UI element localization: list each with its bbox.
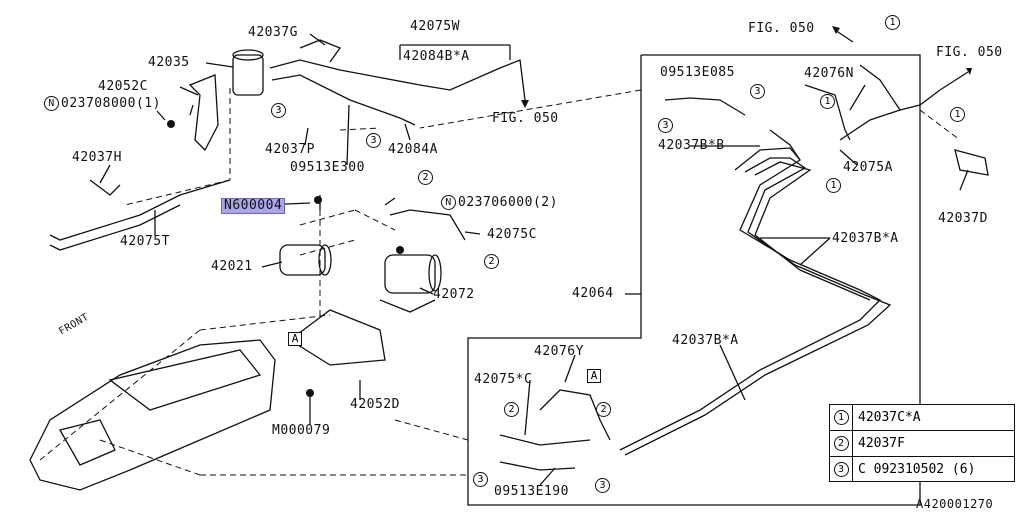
- callout-3-icon: 3: [833, 462, 849, 477]
- fig-050-ref-mid[interactable]: FIG. 050: [748, 21, 815, 36]
- callout-1-icon[interactable]: 1: [826, 178, 841, 193]
- fig-050-ref-top[interactable]: FIG. 050: [492, 111, 559, 126]
- part-label-42021[interactable]: 42021: [211, 259, 253, 274]
- callout-3-icon[interactable]: 3: [271, 103, 286, 118]
- legend-value: C 092310502 (6): [858, 462, 976, 477]
- callout-2-icon: 2: [833, 436, 849, 451]
- part-label-42072[interactable]: 42072: [433, 287, 475, 302]
- callout-3-icon[interactable]: 3: [595, 478, 610, 493]
- callout-3-icon[interactable]: 3: [366, 133, 381, 148]
- part-label-42075c-star[interactable]: 42075*C: [474, 372, 533, 387]
- part-label-42052c[interactable]: 42052C: [98, 79, 148, 94]
- part-label-n600004-highlighted[interactable]: N600004: [221, 198, 286, 214]
- legend-value: 42037F: [858, 436, 905, 451]
- callout-2-icon[interactable]: 2: [484, 254, 499, 269]
- part-label-09513e085[interactable]: 09513E085: [660, 65, 735, 80]
- part-number-023708000: 023708000(1): [61, 96, 161, 111]
- diagram-code: A420001270: [916, 497, 994, 511]
- callout-1-icon[interactable]: 1: [820, 94, 835, 109]
- part-label-42064[interactable]: 42064: [572, 286, 614, 301]
- part-label-42075w[interactable]: 42075W: [410, 19, 460, 34]
- part-label-42035[interactable]: 42035: [148, 55, 190, 70]
- callout-3-icon[interactable]: 3: [658, 118, 673, 133]
- part-label-42037ba-lower[interactable]: 42037B*A: [672, 333, 739, 348]
- part-label-42075t[interactable]: 42075T: [120, 234, 170, 249]
- part-label-42037d[interactable]: 42037D: [938, 211, 988, 226]
- part-label-42037bb[interactable]: 42037B*B: [658, 138, 725, 153]
- part-label-09513e300[interactable]: 09513E300: [290, 160, 365, 175]
- n-mark-icon: N: [441, 195, 456, 210]
- callout-2-icon[interactable]: 2: [596, 402, 611, 417]
- legend-row: 3 C 092310502 (6): [830, 457, 1014, 482]
- legend-value: 42037C*A: [858, 410, 921, 425]
- part-label-42084ba[interactable]: 42084B*A: [403, 49, 470, 64]
- legend-row: 2 42037F: [830, 431, 1014, 457]
- part-label-m000079[interactable]: M000079: [272, 423, 331, 438]
- part-number-023706000: 023706000(2): [458, 195, 558, 210]
- part-label-42037h[interactable]: 42037H: [72, 150, 122, 165]
- callout-2-icon[interactable]: 2: [504, 402, 519, 417]
- callout-1-icon: 1: [833, 410, 849, 425]
- callout-legend: 1 42037C*A 2 42037F 3 C 092310502 (6): [829, 404, 1015, 482]
- part-label-42052d[interactable]: 42052D: [350, 397, 400, 412]
- callout-3-icon[interactable]: 3: [750, 84, 765, 99]
- part-label-42037g[interactable]: 42037G: [248, 25, 298, 40]
- part-label-42037p[interactable]: 42037P: [265, 142, 315, 157]
- detail-frame-outline: [467, 54, 921, 506]
- part-label-42075a[interactable]: 42075A: [843, 160, 893, 175]
- fig-050-ref-right[interactable]: FIG. 050: [936, 45, 1003, 60]
- legend-row: 1 42037C*A: [830, 405, 1014, 431]
- part-label-09513e190[interactable]: 09513E190: [494, 484, 569, 499]
- part-label-42076y[interactable]: 42076Y: [534, 344, 584, 359]
- callout-1-icon[interactable]: 1: [885, 15, 900, 30]
- n-mark-icon: N: [44, 96, 59, 111]
- callout-1-icon[interactable]: 1: [950, 107, 965, 122]
- callout-3-icon[interactable]: 3: [473, 472, 488, 487]
- part-label-42084a[interactable]: 42084A: [388, 142, 438, 157]
- part-label-42037ba-upper[interactable]: 42037B*A: [832, 231, 899, 246]
- callout-2-icon[interactable]: 2: [418, 170, 433, 185]
- view-a-marker[interactable]: A: [587, 369, 601, 383]
- part-label-42075c[interactable]: 42075C: [487, 227, 537, 242]
- part-label-42076n[interactable]: 42076N: [804, 66, 854, 81]
- view-a-marker[interactable]: A: [288, 332, 302, 346]
